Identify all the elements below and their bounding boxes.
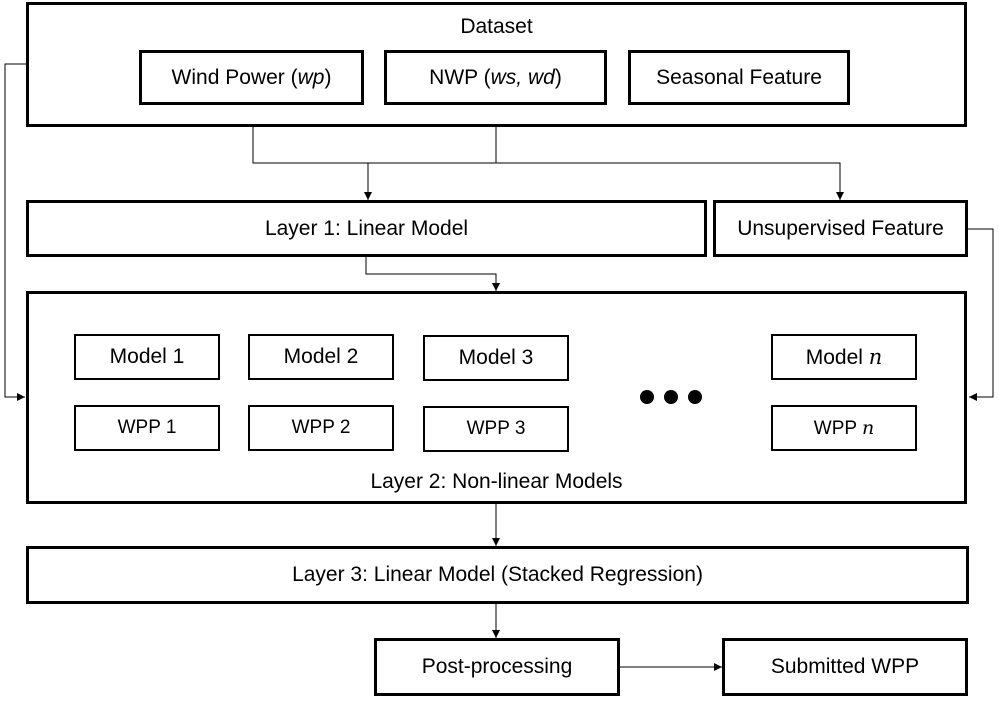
seasonal-feature-box: Seasonal Feature bbox=[628, 50, 850, 105]
model-3-label: Model 3 bbox=[458, 346, 534, 369]
ellipsis-dot bbox=[664, 390, 678, 404]
unsupervised-to-layer2-arrow bbox=[967, 228, 994, 401]
wpp-1-label: WPP 1 bbox=[117, 417, 177, 438]
wpp-2-label: WPP 2 bbox=[291, 417, 351, 438]
model-2-label: Model 2 bbox=[283, 345, 359, 368]
wind-power-label: Wind Power (wp) bbox=[171, 65, 332, 89]
layer3-label: Layer 3: Linear Model (Stacked Regressio… bbox=[292, 563, 703, 586]
layer2-container: Layer 2: Non-linear Models bbox=[26, 291, 967, 504]
wind-power-box: Wind Power (wp) bbox=[139, 50, 364, 105]
model-3-box: Model 3 bbox=[423, 335, 569, 381]
nwp-label: NWP (ws, wd) bbox=[429, 65, 562, 89]
layer3-box: Layer 3: Linear Model (Stacked Regressio… bbox=[26, 546, 969, 604]
dataset-title: Dataset bbox=[460, 15, 533, 38]
model-1-box: Model 1 bbox=[74, 334, 220, 380]
model-n-label: Model n bbox=[805, 344, 883, 369]
submitted-wpp-label: Submitted WPP bbox=[770, 655, 920, 678]
wpp-3-box: WPP 3 bbox=[423, 406, 569, 452]
wpp-n-box: WPP n bbox=[771, 405, 917, 451]
model-n-box: Model n bbox=[771, 334, 917, 380]
seasonal-feature-label: Seasonal Feature bbox=[656, 65, 822, 89]
model-2-box: Model 2 bbox=[248, 334, 394, 380]
nwp-box: NWP (ws, wd) bbox=[384, 50, 607, 105]
layer1-box: Layer 1: Linear Model bbox=[26, 200, 707, 257]
layer1-to-layer2-arrow bbox=[365, 257, 500, 291]
post-processing-box: Post-processing bbox=[374, 638, 620, 696]
submitted-wpp-box: Submitted WPP bbox=[722, 638, 968, 696]
model-1-label: Model 1 bbox=[109, 345, 185, 368]
layer1-label: Layer 1: Linear Model bbox=[264, 216, 469, 240]
ellipsis-dots bbox=[640, 390, 702, 404]
wpp-1-box: WPP 1 bbox=[74, 405, 220, 451]
to-unsupervised-arrow bbox=[496, 162, 844, 200]
wpp-3-label: WPP 3 bbox=[466, 418, 526, 439]
layer2-label: Layer 2: Non-linear Models bbox=[370, 470, 623, 493]
ellipsis-dot bbox=[640, 390, 654, 404]
dataset-bypass-arrow bbox=[4, 63, 28, 401]
unsupervised-feature-box: Unsupervised Feature bbox=[713, 200, 968, 257]
ellipsis-dot bbox=[688, 390, 702, 404]
post-processing-label: Post-processing bbox=[421, 655, 573, 678]
wpp-n-label: WPP n bbox=[813, 416, 875, 439]
unsupervised-feature-label: Unsupervised Feature bbox=[737, 216, 944, 240]
wpp-2-box: WPP 2 bbox=[248, 405, 394, 451]
